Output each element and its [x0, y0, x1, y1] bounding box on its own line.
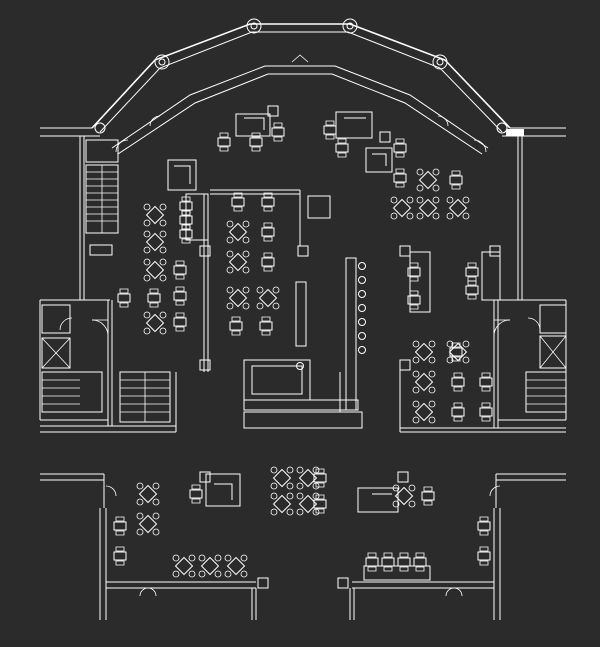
curved-facade: [40, 19, 566, 154]
table-two-icon: [422, 487, 434, 505]
table-four-icon: [417, 169, 439, 191]
table-two-icon: [174, 313, 186, 331]
table-two-icon: [272, 123, 284, 141]
door-swing-icon: [60, 318, 540, 336]
table-four-icon: [144, 231, 166, 253]
table-four-icon: [413, 401, 435, 423]
table-four-icon: [257, 287, 279, 309]
table-four-icon: [144, 259, 166, 281]
table-four-icon: [271, 493, 293, 515]
table-four-icon: [225, 555, 247, 577]
table-two-icon: [218, 133, 230, 151]
table-four-icon: [227, 251, 249, 273]
table-two-icon: [180, 225, 192, 243]
table-two-icon: [174, 261, 186, 279]
table-two-icon: [478, 517, 490, 535]
table-two-icon: [452, 373, 464, 391]
table-four-icon: [137, 483, 159, 505]
table-two-icon: [262, 253, 274, 271]
booth-icon: [206, 474, 430, 580]
stair-icon: [42, 305, 566, 422]
table-four-icon: [173, 555, 195, 577]
upper-level-walls: [40, 136, 566, 432]
table-two-icon: [398, 553, 410, 571]
table-four-icon: [391, 197, 413, 219]
table-two-icon: [480, 403, 492, 421]
stair-icon: [86, 140, 118, 255]
door-swing-icon: [116, 55, 486, 152]
bar-counter: [204, 190, 362, 428]
table-two-icon: [114, 517, 126, 535]
table-two-icon: [450, 171, 462, 189]
bar-stools: [297, 263, 366, 370]
table-two-icon: [478, 547, 490, 565]
column-icon: [200, 106, 500, 588]
table-four-icon: [144, 312, 166, 334]
table-four-icon: [137, 169, 469, 577]
table-four-icon: [413, 341, 435, 363]
table-two-icon: [366, 553, 378, 571]
table-two-icon: [408, 291, 420, 309]
table-four-icon: [227, 221, 249, 243]
table-two-icon: [118, 289, 130, 307]
table-two-icon: [190, 485, 202, 503]
table-two-icon: [262, 223, 274, 241]
table-four-icon: [417, 197, 439, 219]
elevator-icon: [42, 336, 566, 368]
table-two-icon: [324, 121, 336, 139]
table-two-icon: [466, 281, 478, 299]
table-two-icon: [114, 121, 492, 571]
table-two-icon: [230, 317, 242, 335]
table-two-icon: [174, 287, 186, 305]
table-two-icon: [382, 553, 394, 571]
table-two-icon: [414, 553, 426, 571]
table-two-icon: [336, 139, 348, 157]
table-four-icon: [413, 371, 435, 393]
door-swing-icon: [106, 486, 500, 596]
table-four-icon: [144, 204, 166, 226]
table-two-icon: [394, 169, 406, 187]
table-two-icon: [452, 403, 464, 421]
table-two-icon: [466, 263, 478, 281]
table-four-icon: [271, 467, 293, 489]
table-two-icon: [408, 263, 420, 281]
column-icon: [95, 19, 507, 133]
table-four-icon: [199, 555, 221, 577]
table-two-icon: [114, 547, 126, 565]
table-two-icon: [314, 469, 326, 487]
table-four-icon: [447, 197, 469, 219]
table-two-icon: [480, 373, 492, 391]
table-two-icon: [262, 193, 274, 211]
table-two-icon: [232, 193, 244, 211]
table-two-icon: [394, 139, 406, 157]
table-two-icon: [314, 495, 326, 513]
table-two-icon: [260, 317, 272, 335]
table-two-icon: [148, 289, 160, 307]
table-four-icon: [227, 287, 249, 309]
lower-level-walls: [40, 474, 566, 620]
table-four-icon: [137, 513, 159, 535]
table-two-icon: [250, 133, 262, 151]
table-two-icon: [450, 343, 462, 361]
